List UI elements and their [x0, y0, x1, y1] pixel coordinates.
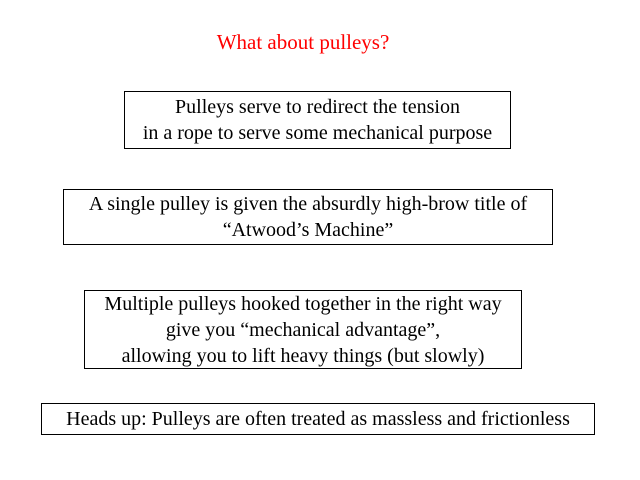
text-line: “Atwood’s Machine”	[222, 219, 394, 241]
text-box-mechanical-advantage: Multiple pulleys hooked together in the …	[84, 290, 522, 369]
text-line: Pulleys serve to redirect the tension	[175, 96, 460, 118]
slide-title: What about pulleys?	[216, 30, 390, 54]
text-line: Heads up: Pulleys are often treated as m…	[66, 408, 570, 430]
text-box-massless-frictionless-note: Heads up: Pulleys are often treated as m…	[41, 403, 595, 435]
text-line: allowing you to lift heavy things (but s…	[121, 344, 485, 367]
text-line: give you “mechanical advantage”,	[165, 318, 441, 341]
text-line: in a rope to serve some mechanical purpo…	[142, 122, 493, 144]
text-box-pulleys-redirect: Pulleys serve to redirect the tension in…	[124, 91, 511, 149]
text-line: Multiple pulleys hooked together in the …	[104, 292, 502, 315]
text-box-atwood-machine: A single pulley is given the absurdly hi…	[63, 189, 553, 245]
text-line: A single pulley is given the absurdly hi…	[88, 193, 528, 215]
